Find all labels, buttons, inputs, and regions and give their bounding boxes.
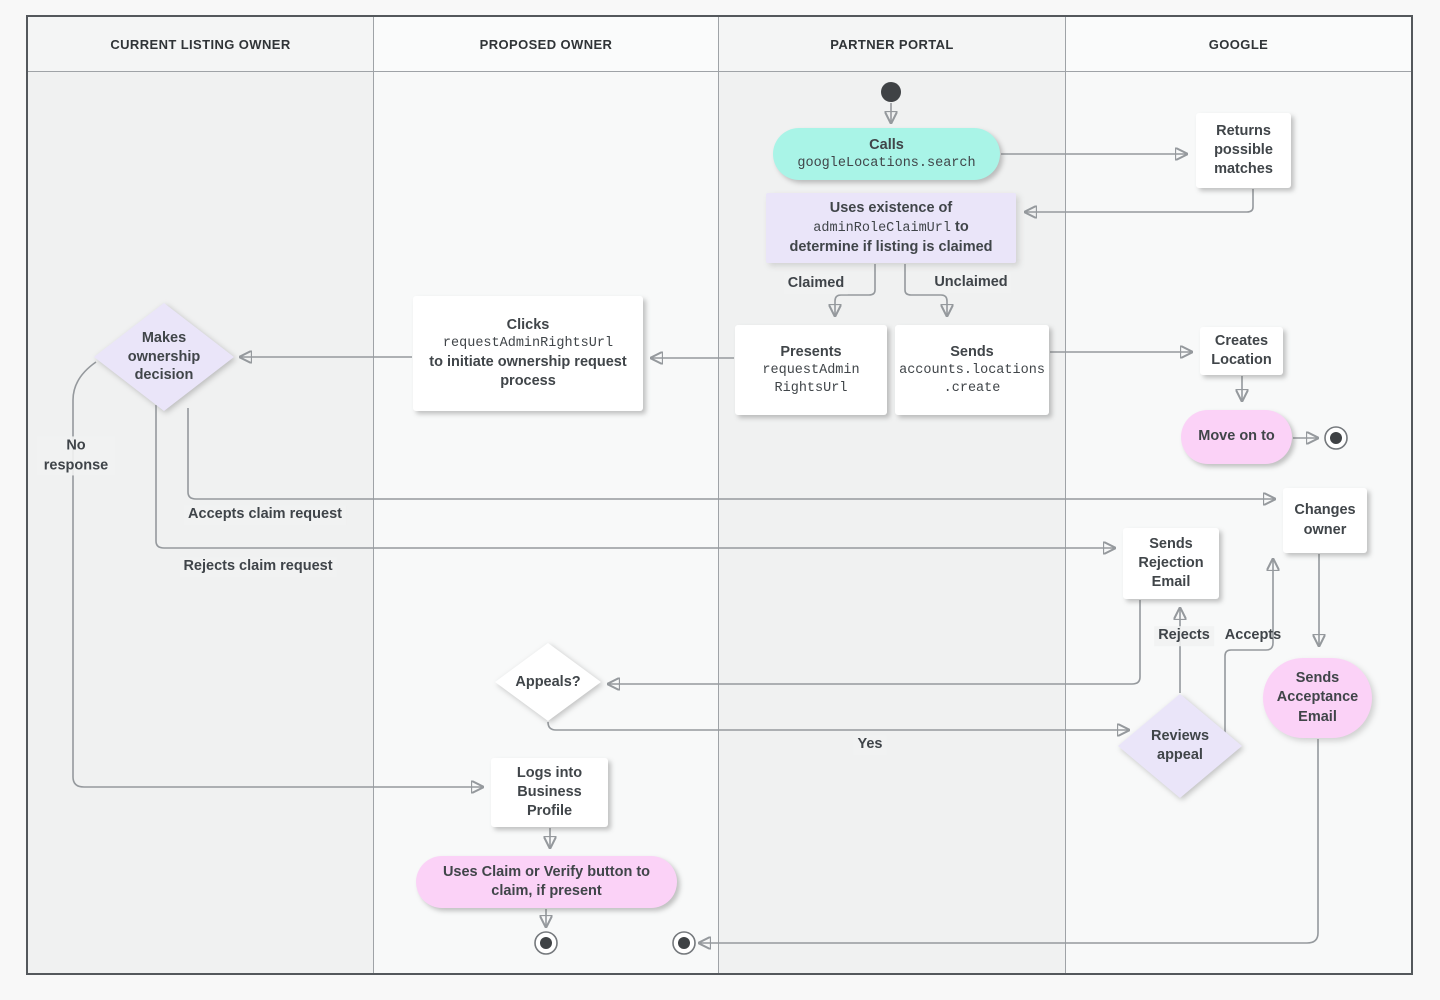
edge-label-accepts-claim-request: Accepts claim request [184,505,346,525]
edge-label-rejects-claim-request: Rejects claim request [179,557,337,577]
lane-title: PARTNER PORTAL [719,17,1065,72]
node-reviews-appeal: Reviews appeal [1118,694,1242,798]
lane-title: GOOGLE [1066,17,1411,72]
node-returns-possible-matches: Returns possible matches [1196,113,1291,188]
edge-label-rejects: Rejects [1154,626,1214,646]
lane-title: CURRENT LISTING OWNER [28,17,373,72]
edge-label-yes: Yes [853,735,887,755]
node-makes-ownership-decision: Makes ownership decision [94,303,234,411]
lane-title: PROPOSED OWNER [374,17,718,72]
node-uses-existence-adminroleclaimurl: Uses existence of adminRoleClaimUrl to d… [766,193,1016,263]
node-move-on-to: Move on to [1181,410,1292,464]
edge-label-claimed: Claimed [783,274,849,294]
node-clicks-requestadminrightsurl: Clicks requestAdminRightsUrl to initiate… [413,296,643,411]
node-changes-owner: Changes owner [1283,488,1367,553]
edge-label-accepts: Accepts [1224,627,1282,644]
node-presents-requestadminrightsurl: Presents requestAdmin RightsUrl [735,325,887,415]
node-sends-acceptance-email: Sends Acceptance Email [1263,658,1372,738]
node-creates-location: Creates Location [1200,327,1283,375]
node-sends-rejection-email: Sends Rejection Email [1123,528,1219,599]
node-sends-accounts-locations-create: Sends accounts.locations .create [895,325,1049,415]
lane-proposed-owner: PROPOSED OWNER [374,17,719,973]
node-appeals-decision: Appeals? [495,643,601,721]
node-uses-claim-or-verify: Uses Claim or Verify button to claim, if… [416,856,677,908]
lane-current-listing-owner: CURRENT LISTING OWNER [28,17,374,973]
edge-label-unclaimed: Unclaimed [930,273,1012,293]
node-logs-into-business-profile: Logs into Business Profile [491,758,608,827]
node-calls-googlelocations-search: Calls googleLocations.search [773,128,1000,180]
edge-label-no-response: No response [37,436,115,476]
